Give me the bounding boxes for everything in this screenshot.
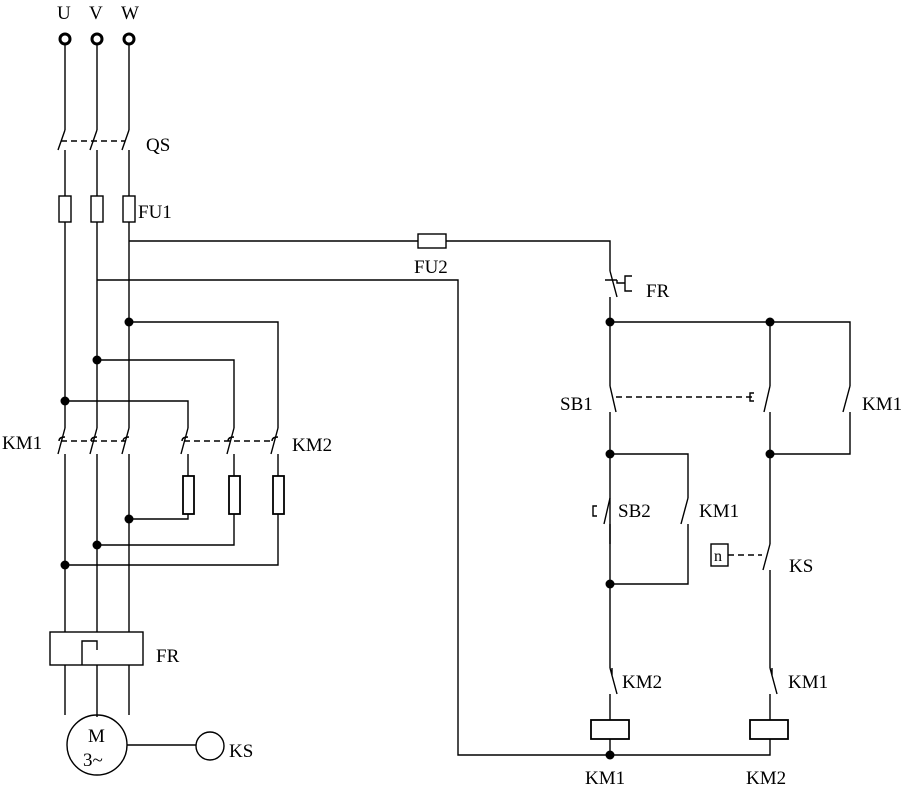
km2-main-contacts: KM2 [180, 427, 332, 456]
km1-main-contacts: KM1 [2, 427, 130, 455]
motor-phase-label: 3~ [83, 750, 103, 771]
sb1-label: SB1 [560, 394, 593, 415]
junction-dots [60, 317, 775, 760]
terminal-v [90, 32, 104, 46]
phase-u-label: U [57, 3, 71, 24]
sb2-label: SB2 [618, 501, 651, 522]
fr-nc-contact: FR [605, 270, 670, 322]
km1-interlock-label: KM1 [788, 672, 828, 693]
qs-label: QS [146, 135, 170, 156]
speed-n-label: n [714, 548, 722, 565]
km1-coil-label: KM1 [585, 768, 625, 789]
qs-switch: QS [57, 129, 170, 156]
ks-speed-relay-device [195, 731, 225, 761]
phase-w-label: W [121, 3, 139, 24]
km1-hold-top-label: KM1 [862, 394, 902, 415]
braking-branch [65, 321, 285, 566]
km2-main-label: KM2 [292, 435, 332, 456]
terminal-w [122, 32, 136, 46]
control-rungs [609, 321, 851, 544]
ks-device-label: KS [229, 741, 253, 762]
terminal-u [58, 32, 72, 46]
interlock-contacts: KM2 KM1 [609, 524, 828, 720]
fr-relay-label: FR [156, 646, 180, 667]
motor-m-label: M [88, 726, 105, 747]
km1-hold-sb2-label: KM1 [699, 501, 739, 522]
km1-main-label: KM1 [2, 433, 42, 454]
ks-contact: n KS [710, 543, 813, 577]
km2-interlock-label: KM2 [622, 672, 662, 693]
coils: KM1 KM2 [585, 719, 789, 789]
fr-thermal-relay: FR [49, 631, 180, 667]
km1-hold-contact-top: KM1 [842, 385, 902, 415]
fr-contact-label: FR [646, 281, 670, 302]
motor: M 3~ KS [66, 714, 253, 776]
km2-coil-label: KM2 [746, 768, 786, 789]
fu1-fuses: FU1 [58, 195, 172, 223]
fu1-label: FU1 [138, 202, 172, 223]
phase-v-label: V [89, 3, 103, 24]
control-feeders: FU2 [97, 233, 611, 756]
sb1-stop-button: SB1 [560, 385, 771, 415]
supply-terminals: U V W [57, 3, 139, 46]
sb2-start-button: SB2 KM1 [592, 453, 739, 585]
fu2-label: FU2 [414, 257, 448, 278]
phase-lines [64, 44, 130, 717]
ks-contact-label: KS [789, 556, 813, 577]
